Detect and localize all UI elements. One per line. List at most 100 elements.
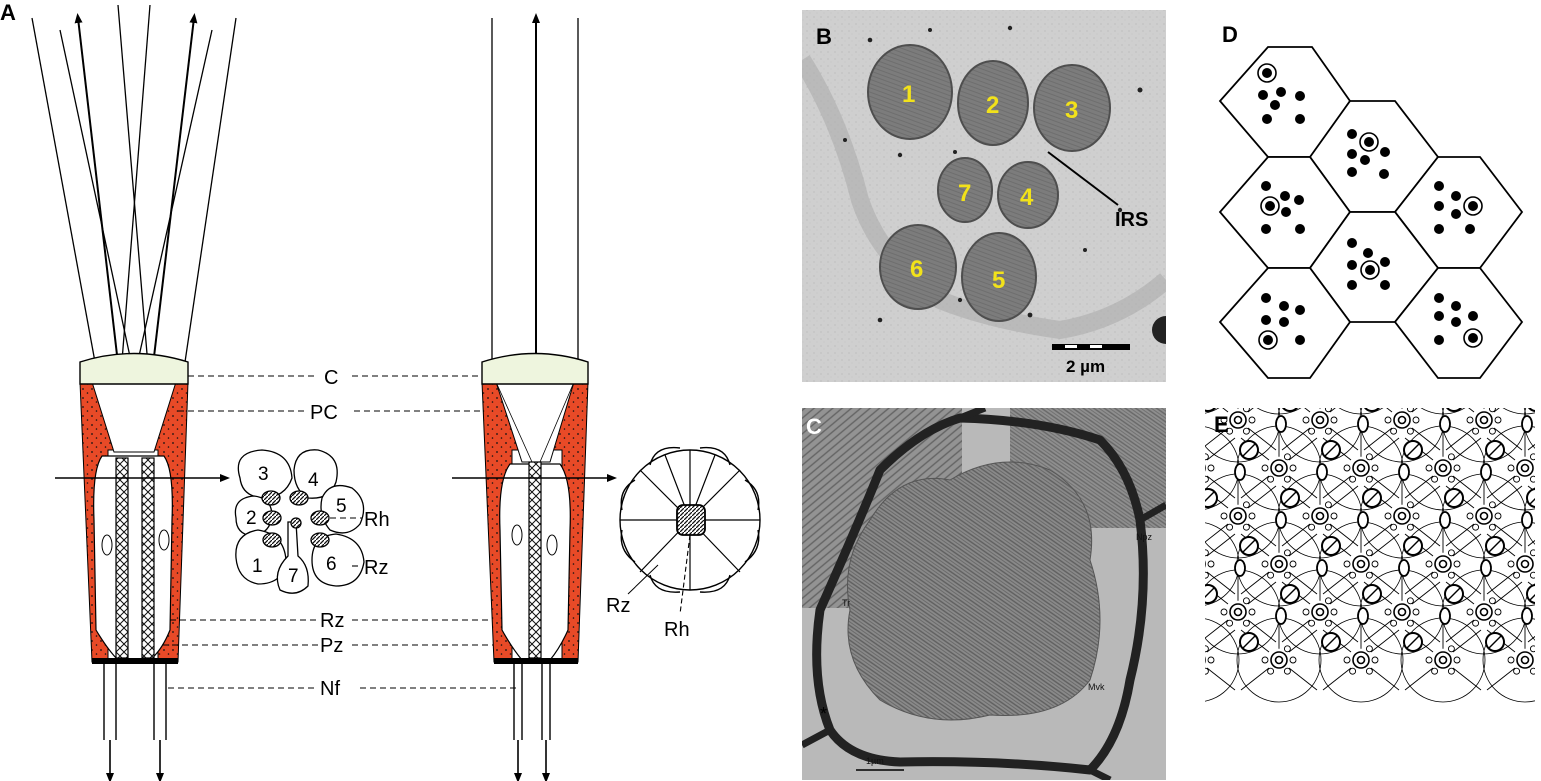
label-asterisk: * — [820, 704, 827, 724]
small-terminal — [1366, 358, 1372, 364]
cell-number-1: 1 — [252, 556, 263, 577]
rhabdom-right — [528, 461, 542, 659]
projection-line — [1247, 485, 1277, 509]
cartridge-core — [1356, 559, 1366, 569]
small-terminal — [1202, 358, 1208, 364]
projection-line — [1534, 459, 1535, 460]
hatched-terminal — [1282, 408, 1298, 412]
rhabdomere-number-6: 6 — [910, 256, 923, 283]
small-terminal — [1202, 380, 1208, 386]
oval-terminal — [1521, 415, 1533, 433]
small-terminal — [1508, 369, 1514, 375]
projection-line — [1370, 667, 1400, 691]
projection-line — [1371, 342, 1399, 364]
hatched-terminal — [1528, 408, 1535, 412]
nerve-fibers-left — [103, 664, 167, 740]
small-terminal — [1371, 464, 1379, 472]
projection-line — [1527, 443, 1535, 451]
small-terminal — [1302, 512, 1310, 520]
small-terminal — [1472, 523, 1480, 531]
projection-line — [1247, 619, 1277, 643]
oval-terminal — [1439, 511, 1451, 529]
projection-line — [1329, 581, 1359, 605]
small-terminal — [1390, 619, 1398, 627]
small-terminal — [1453, 560, 1461, 568]
rhabdomere-3 — [1033, 64, 1111, 152]
hatched-terminal — [1364, 408, 1380, 412]
projection-line — [1493, 485, 1523, 509]
nerve-fibers-right — [513, 664, 551, 740]
projection-line — [1281, 427, 1311, 451]
small-terminal — [1242, 597, 1250, 605]
small-terminal — [1513, 571, 1521, 579]
small-terminal — [1343, 656, 1351, 664]
projection-line — [1445, 523, 1475, 547]
small-terminal — [1447, 571, 1455, 579]
small-terminal — [1220, 512, 1228, 520]
rhabdom-left-a — [115, 457, 129, 659]
small-terminal — [1447, 645, 1455, 653]
projection-line — [1322, 475, 1352, 499]
small-terminal — [1283, 571, 1291, 579]
projection-line — [1329, 408, 1336, 413]
projection-line — [1535, 342, 1541, 364]
cartridge-core — [1479, 511, 1489, 521]
label-rhabdomere: Rh — [364, 509, 390, 531]
projection-line — [1159, 380, 1187, 402]
small-terminal — [1447, 667, 1455, 675]
small-terminal — [1494, 512, 1502, 520]
small-terminal — [1406, 501, 1414, 509]
oval-terminal — [1275, 511, 1287, 529]
hatched-terminal — [1526, 488, 1535, 508]
small-terminal — [1431, 475, 1439, 483]
projection-line — [1206, 475, 1236, 499]
projection-line — [1445, 427, 1475, 451]
small-terminal — [1289, 560, 1297, 568]
small-terminal — [1365, 571, 1373, 579]
projection-line — [1370, 533, 1400, 557]
small-terminal — [1167, 513, 1173, 519]
hatch-stroke — [1242, 443, 1256, 457]
projection-line — [1247, 523, 1277, 547]
oval-terminal — [1399, 368, 1409, 384]
nucleus-icon — [158, 529, 170, 551]
panel-c-letter: C — [806, 414, 822, 439]
cell-number-7: 7 — [288, 566, 299, 587]
small-terminal — [1529, 571, 1535, 579]
oval-terminal — [1316, 559, 1328, 577]
petal-outline — [620, 446, 760, 593]
oval-terminal — [1194, 608, 1204, 624]
small-terminal — [1365, 549, 1373, 557]
small-terminal — [1466, 512, 1474, 520]
central-rhabdom — [847, 461, 1101, 721]
hatch-stroke — [1530, 408, 1531, 409]
label-mvk: Mvk — [1088, 682, 1105, 692]
small-terminal — [1507, 656, 1515, 664]
small-terminal — [1289, 464, 1297, 472]
ommatidium-outline — [1420, 408, 1466, 415]
projection-line — [1493, 523, 1523, 547]
oval-terminal — [1235, 368, 1245, 384]
small-terminal — [1283, 549, 1291, 557]
small-terminal — [1349, 475, 1357, 483]
small-terminal — [1529, 549, 1535, 557]
rhabdomere-2 — [957, 60, 1029, 146]
rhabdomere-number-4: 4 — [1020, 184, 1034, 211]
projection-line — [1370, 629, 1400, 653]
scale-bar-b-label: 2 µm — [1066, 357, 1105, 376]
small-terminal — [1205, 475, 1209, 483]
basement-membrane-left — [92, 658, 178, 664]
hatch-stroke — [1205, 491, 1215, 502]
cartridge-core — [1522, 369, 1529, 376]
oval-terminal — [1480, 463, 1492, 481]
oval-terminal — [1194, 320, 1204, 336]
cartridge-core — [1315, 607, 1325, 617]
projection-line — [1207, 342, 1235, 364]
small-terminal — [1180, 369, 1186, 375]
hatch-stroke — [1447, 491, 1461, 505]
projection-line — [1288, 475, 1318, 499]
projection-line — [1288, 629, 1318, 653]
small-terminal — [1207, 656, 1215, 664]
small-terminal — [1406, 523, 1414, 531]
small-terminal — [1372, 369, 1378, 375]
